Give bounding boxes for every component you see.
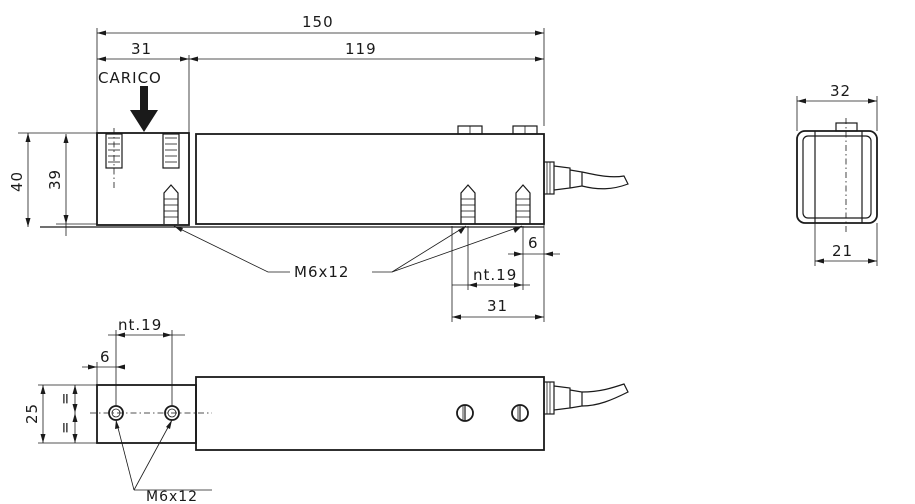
side-view: CARICO 150 31 119 40 39 M6x12 (8, 13, 629, 322)
dim-body-length: 119 (345, 40, 377, 58)
plan-view: nt.19 6 25 = = M6x12 (23, 316, 629, 504)
side-thread-bottom-2 (460, 184, 476, 224)
thread-label-plan: M6x12 (146, 489, 198, 504)
equal-mark-bottom: = (56, 420, 74, 434)
load-arrow (130, 86, 158, 132)
plan-cable-gland (543, 381, 583, 415)
side-thread-top-2 (162, 133, 180, 169)
thread-label-side: M6x12 (294, 263, 349, 281)
end-screw-head (835, 122, 858, 132)
dim-bottom-interaxis: nt.19 (473, 266, 517, 284)
plan-cable (581, 383, 629, 407)
dim-bottom-edge: 6 (528, 234, 539, 252)
load-label: CARICO (98, 69, 162, 87)
dim-height-inner: 39 (46, 169, 64, 190)
dim-height-outer: 40 (8, 171, 26, 192)
dim-plan-interaxis: nt.19 (118, 316, 162, 334)
side-cable (581, 171, 629, 190)
plan-screw-head-2 (511, 404, 529, 422)
dim-end-width: 32 (830, 82, 851, 100)
equal-mark-top: = (56, 391, 74, 405)
dim-end-inner: 21 (832, 242, 853, 260)
plan-main-body (195, 376, 545, 451)
end-outer-profile (796, 130, 878, 224)
side-thread-top-1 (105, 128, 123, 190)
plan-screw-head-1 (456, 404, 474, 422)
side-main-body (195, 133, 545, 225)
side-load-block (96, 132, 190, 226)
dim-plan-width: 25 (23, 403, 41, 424)
dim-total-length: 150 (302, 13, 334, 31)
dim-bottom-span: 31 (487, 297, 508, 315)
dim-plan-edge: 6 (100, 348, 111, 366)
end-view: 32 21 (796, 82, 878, 266)
side-thread-bottom-3 (515, 184, 531, 224)
side-thread-bottom-1 (163, 184, 179, 224)
side-cable-gland (543, 161, 583, 195)
dim-block-length: 31 (131, 40, 152, 58)
